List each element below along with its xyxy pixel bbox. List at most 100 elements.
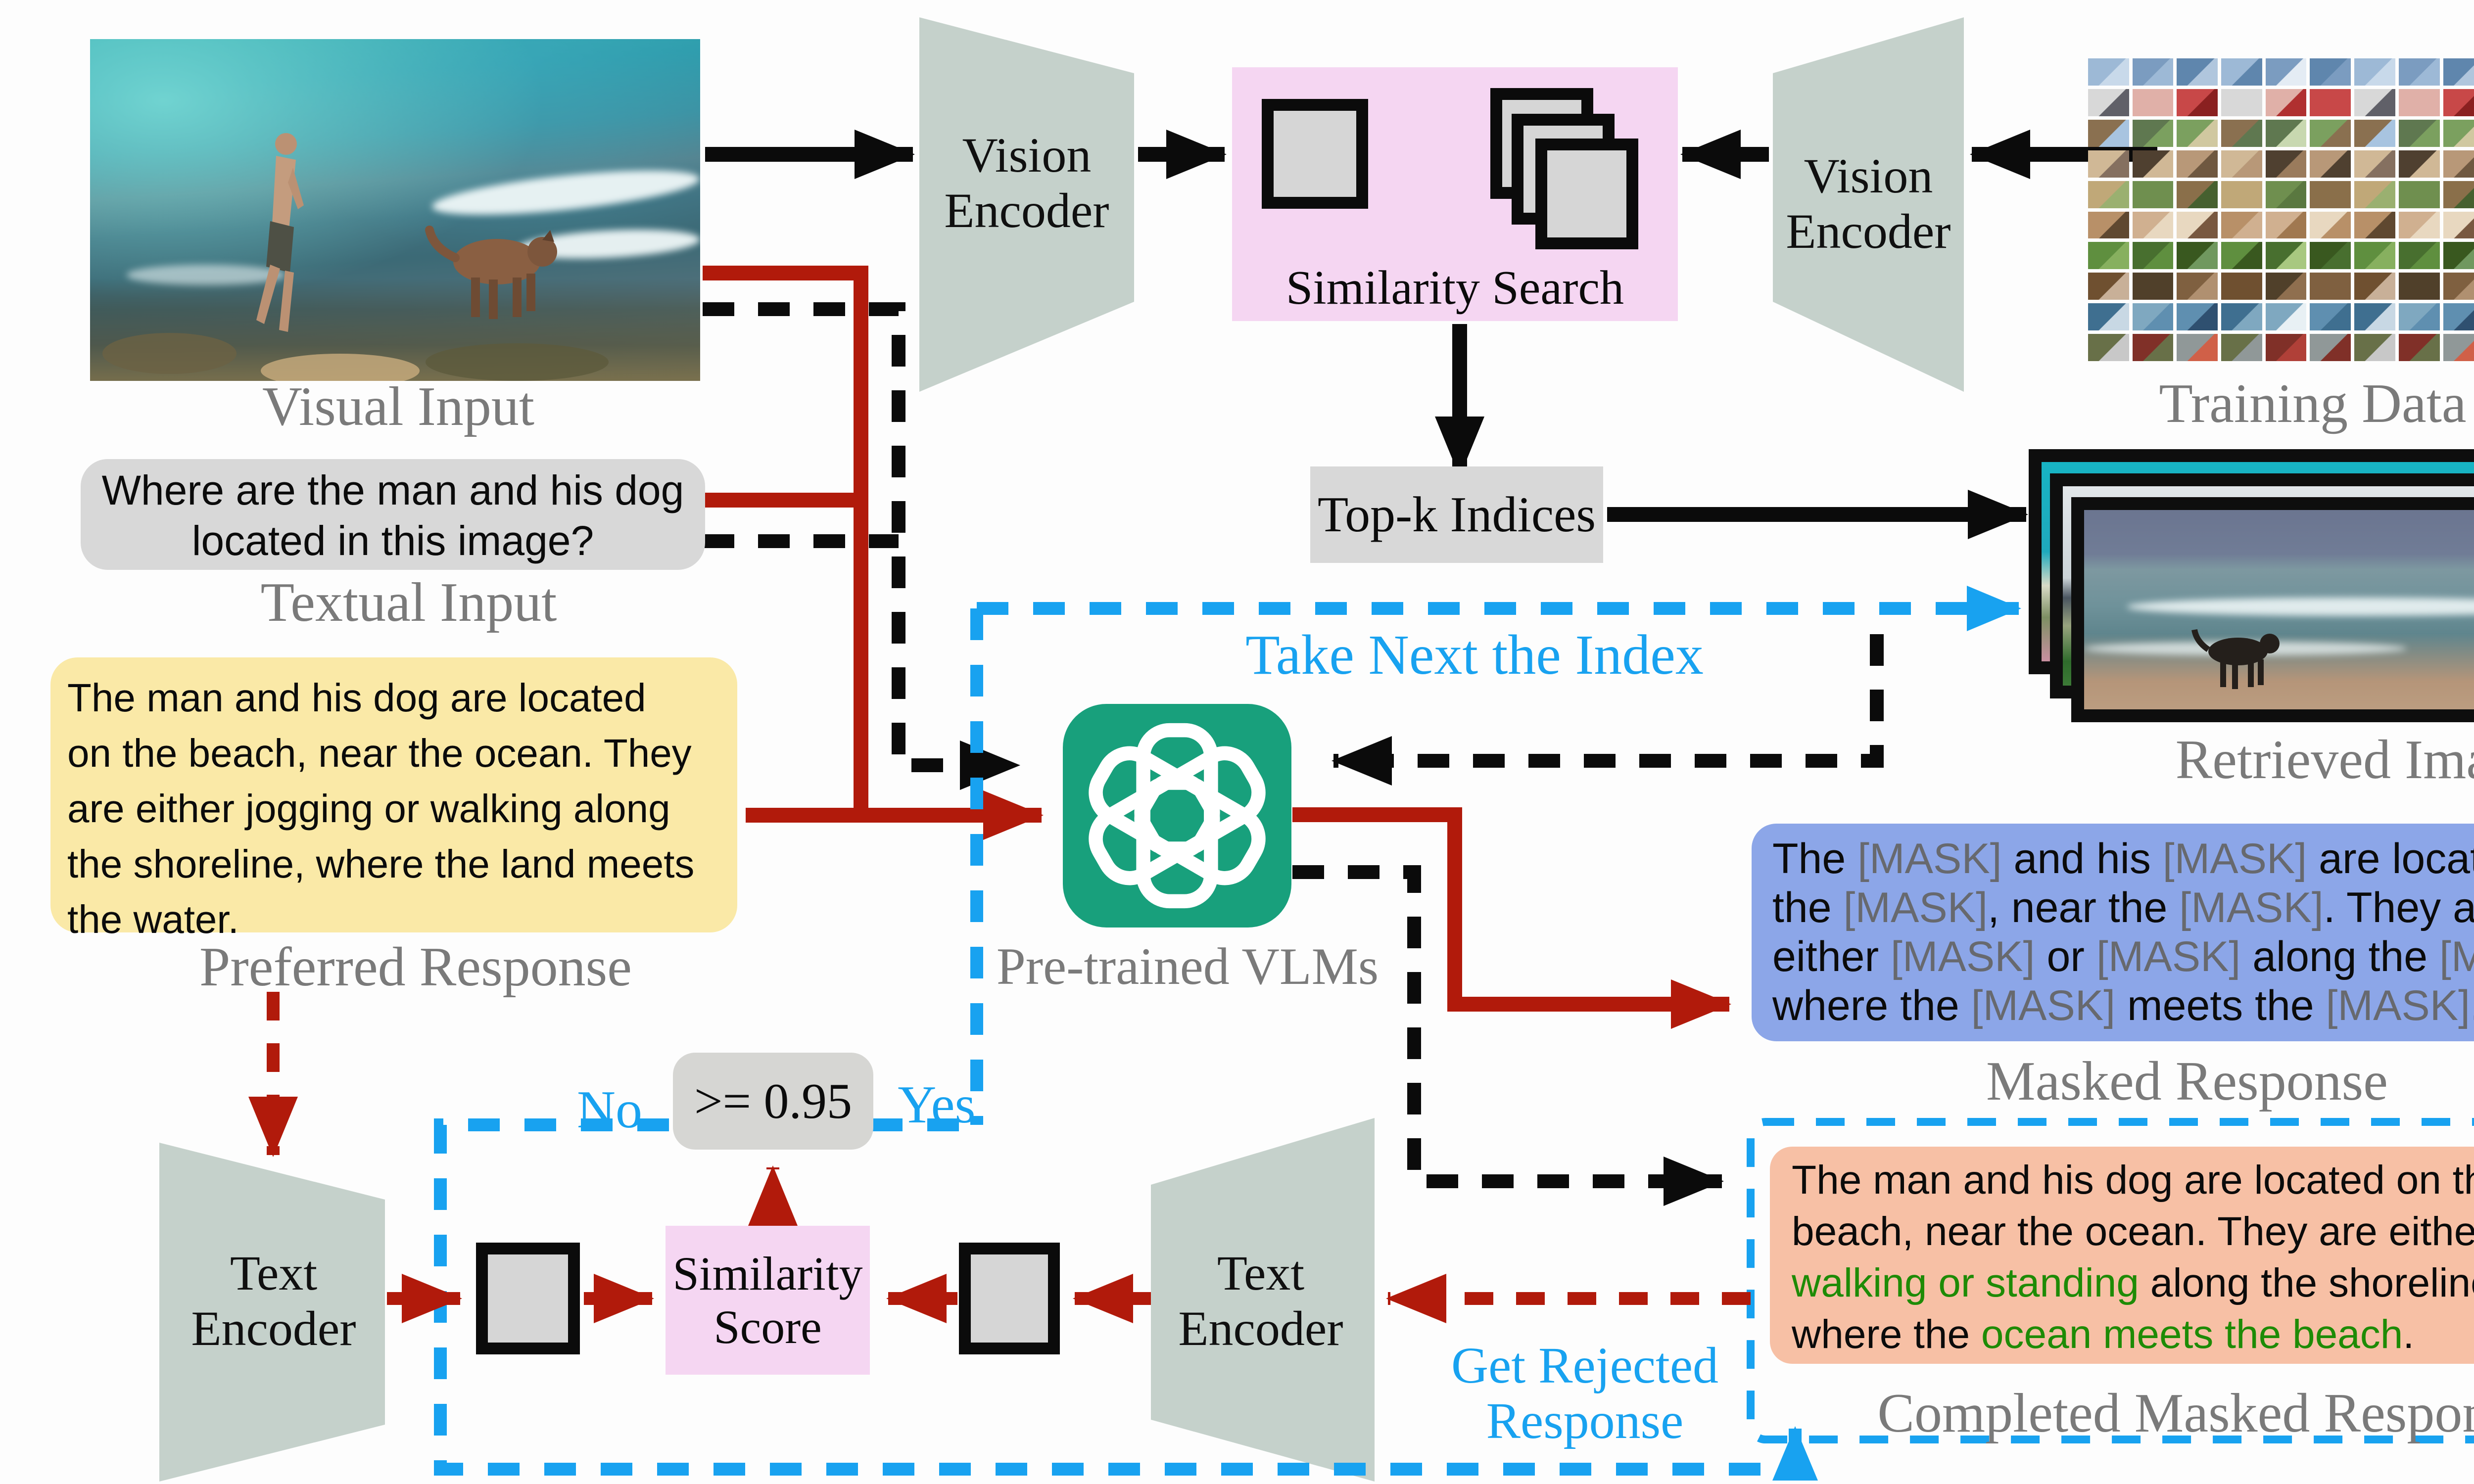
training-thumbnail-dog	[2088, 211, 2129, 239]
training-thumbnail-cat	[2221, 150, 2262, 178]
masked-response-label: Masked Response	[1986, 1051, 2388, 1112]
training-thumbnail-cat	[2398, 150, 2440, 178]
training-thumbnail-truck	[2088, 334, 2129, 361]
training-thumbnail-bird	[2132, 119, 2174, 147]
visual-input-photo	[90, 39, 700, 381]
training-thumbnail-cat	[2443, 150, 2474, 178]
training-data-grid	[2088, 58, 2474, 361]
training-thumbnail-horse	[2443, 273, 2474, 300]
training-thumbnail-airplane	[2132, 58, 2174, 86]
mask-token: [MASK]	[1843, 884, 1988, 931]
training-thumbnail-horse	[2310, 273, 2351, 300]
training-thumbnail-horse	[2265, 273, 2307, 300]
completed-text-line: The man and his dog are located on the	[1792, 1155, 2474, 1206]
training-thumbnail-automobile	[2310, 89, 2351, 116]
completed-text-line: beach, near the ocean. They are either	[1792, 1206, 2474, 1257]
training-thumbnail-deer	[2398, 181, 2440, 208]
vlm-label: Pre-trained VLMs	[996, 937, 1379, 995]
text-line: the shoreline, where the land meets	[67, 842, 695, 886]
training-thumbnail-dog	[2310, 211, 2351, 239]
training-thumbnail-deer	[2354, 181, 2395, 208]
text-line: Text	[230, 1246, 318, 1300]
text-line: located in this image?	[191, 517, 594, 564]
training-thumbnail-dog	[2398, 211, 2440, 239]
training-data-label: Training Data	[2159, 373, 2467, 434]
openai-logo-icon	[1089, 723, 1266, 909]
text-line: Encoder	[944, 183, 1109, 238]
retrieved-image-card-front	[2071, 497, 2474, 722]
dash-vlm-to-completed	[1292, 865, 1724, 1206]
text-encoder-left-shape	[159, 1143, 385, 1482]
training-thumbnail-cat	[2310, 150, 2351, 178]
training-thumbnail-automobile	[2221, 89, 2262, 116]
training-thumbnail-truck	[2132, 334, 2174, 361]
training-thumbnail-airplane	[2443, 58, 2474, 86]
training-thumbnail-truck	[2354, 334, 2395, 361]
dog-figure	[425, 225, 557, 319]
text-line: Text	[1217, 1246, 1305, 1300]
training-thumbnail-ship	[2177, 303, 2218, 331]
training-thumbnail-ship	[2443, 303, 2474, 331]
database-embedding-square	[1535, 139, 1638, 249]
training-thumbnail-airplane	[2088, 58, 2129, 86]
decision-yes-label: Yes	[898, 1075, 976, 1134]
text-segment: along the shoreline,	[2139, 1260, 2474, 1305]
training-thumbnail-truck	[2310, 334, 2351, 361]
text-line: Response	[1486, 1392, 1684, 1449]
text-line: on the beach, near the ocean. They	[67, 731, 692, 775]
mask-token: [MASK]	[1891, 933, 2035, 980]
mask-token: [MASK]	[2439, 933, 2474, 980]
man-figure	[256, 133, 304, 332]
text-line: Where are the man and his dog	[101, 467, 684, 513]
training-thumbnail-automobile	[2265, 89, 2307, 116]
text-line: Encoder	[1786, 204, 1951, 259]
training-thumbnail-airplane	[2310, 58, 2351, 86]
similarity-search-label: Similarity Search	[1285, 261, 1624, 315]
training-thumbnail-dog	[2443, 211, 2474, 239]
training-thumbnail-bird	[2310, 119, 2351, 147]
training-thumbnail-ship	[2310, 303, 2351, 331]
masked-response-box: The [MASK] and his [MASK] are located on…	[1752, 824, 2474, 1041]
training-thumbnail-dog	[2132, 211, 2174, 239]
completed-text-line: where the ocean meets the beach.	[1792, 1309, 2474, 1360]
training-thumbnail-automobile	[2398, 89, 2440, 116]
training-thumbnail-cat	[2132, 150, 2174, 178]
training-thumbnail-horse	[2354, 273, 2395, 300]
training-thumbnail-deer	[2221, 181, 2262, 208]
training-thumbnail-bird	[2088, 119, 2129, 147]
preferred-response-label: Preferred Response	[199, 936, 632, 998]
training-thumbnail-dog	[2177, 211, 2218, 239]
text-line: are either jogging or walking along	[67, 787, 670, 831]
mask-token: [MASK]	[2179, 884, 2324, 931]
training-thumbnail-ship	[2265, 303, 2307, 331]
topk-box: Top-k Indices	[1310, 466, 1603, 563]
red-arrow-vlm-to-masked	[1292, 807, 1731, 1029]
training-thumbnail-truck	[2177, 334, 2218, 361]
sand-patch	[261, 353, 420, 381]
training-thumbnail-automobile	[2354, 89, 2395, 116]
training-thumbnail-bird	[2443, 119, 2474, 147]
training-thumbnail-automobile	[2088, 89, 2129, 116]
text-line: Get Rejected	[1451, 1337, 1718, 1394]
masked-text-line: where the [MASK] meets the [MASK].	[1772, 982, 2474, 1029]
training-thumbnail-deer	[2132, 181, 2174, 208]
training-thumbnail-frog	[2398, 242, 2440, 270]
visual-input-label: Visual Input	[262, 376, 535, 437]
training-thumbnail-truck	[2221, 334, 2262, 361]
training-thumbnail-automobile	[2443, 89, 2474, 116]
training-thumbnail-cat	[2265, 150, 2307, 178]
training-thumbnail-frog	[2088, 242, 2129, 270]
retrieved-images-label: Retrieved Images	[2175, 729, 2474, 790]
threshold-box: >= 0.95	[673, 1053, 873, 1150]
text-segment: where the	[1792, 1312, 1981, 1357]
text-line: the water.	[67, 897, 239, 941]
training-thumbnail-cat	[2088, 150, 2129, 178]
completed-response-label: Completed Masked Response	[1877, 1383, 2474, 1444]
text-encoder-mid-shape	[1151, 1118, 1375, 1482]
training-thumbnail-bird	[2177, 119, 2218, 147]
